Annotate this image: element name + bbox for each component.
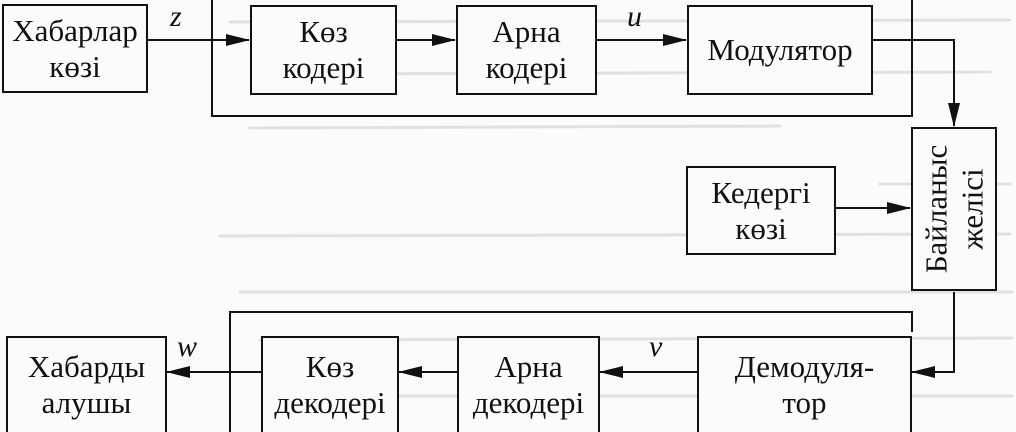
source-coder-block: Көз кодері — [250, 5, 397, 95]
modulator-block: Модулятор — [687, 5, 873, 95]
signal-z-label: z — [170, 0, 182, 33]
message-source-block: Хабарлар көзі — [2, 4, 148, 93]
message-recipient-block: Хабарды алушы — [6, 336, 167, 432]
message-source-label: Хабарлар көзі — [12, 12, 138, 84]
channel-decoder-label: Арна декодері — [472, 349, 585, 420]
channel-coder-label: Арна кодері — [485, 14, 568, 85]
source-decoder-label: Көз декодері — [274, 349, 386, 420]
source-decoder-block: Көз декодері — [261, 336, 399, 432]
communication-line-block: Байланыс желісі — [911, 127, 997, 291]
signal-w-label: w — [177, 330, 198, 363]
signal-v-label: v — [649, 330, 663, 363]
message-recipient-label: Хабарды алушы — [27, 349, 146, 420]
channel-decoder-block: Арна декодері — [457, 336, 600, 432]
communication-line-label: Байланыс желісі — [918, 144, 989, 274]
signal-u-label: u — [627, 0, 642, 33]
source-coder-label: Көз кодері — [282, 14, 365, 85]
demodulator-block: Демодуля- тор — [697, 336, 912, 432]
transmitter-group-bracket — [211, 0, 913, 117]
arrow-line-to-demodulator — [911, 292, 955, 378]
channel-coder-block: Арна кодері — [456, 5, 597, 95]
noise-source-block: Кедергі көзі — [686, 166, 836, 255]
arrow-modulator-to-line — [873, 39, 960, 127]
demodulator-label: Демодуля- тор — [734, 349, 875, 420]
modulator-label: Модулятор — [707, 32, 853, 67]
noise-source-label: Кедергі көзі — [711, 174, 811, 246]
